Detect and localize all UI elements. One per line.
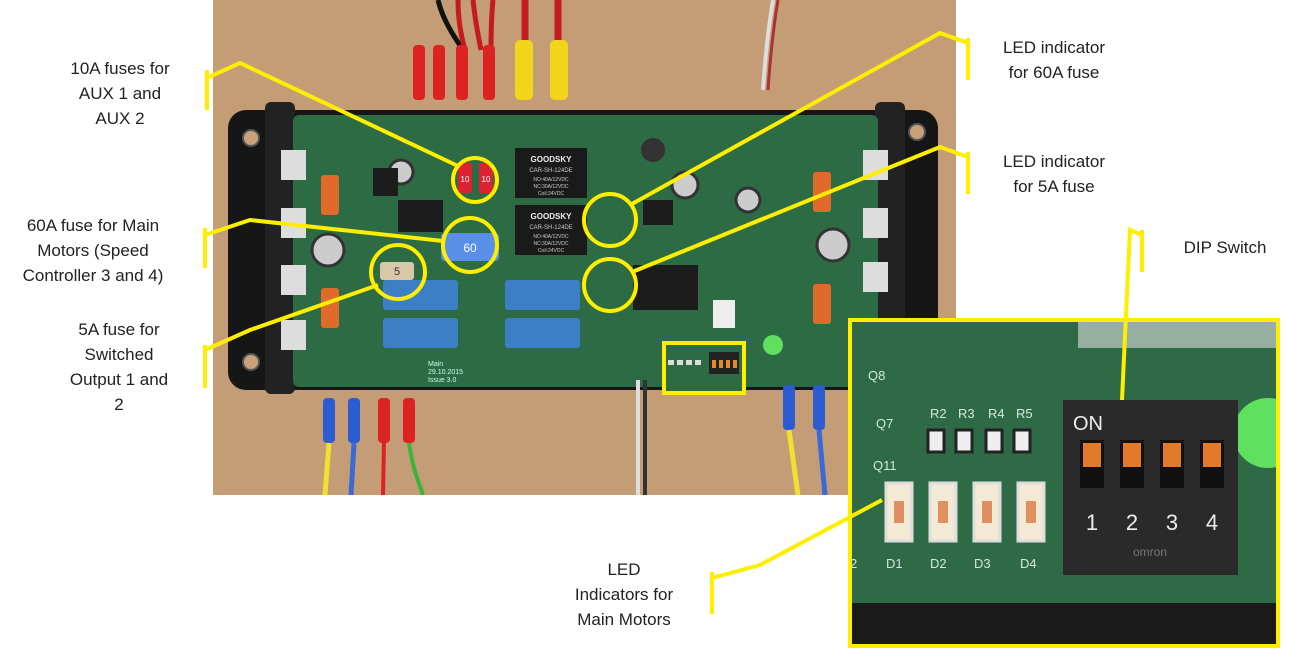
dip-switch-zoom-inset: Q8 Q7 Q11 R2 R3 R4 R5 D1 D2 D3 D4 2 ON (848, 318, 1280, 648)
svg-text:CAR-SH-124DE: CAR-SH-124DE (529, 225, 572, 231)
dip-number-4: 4 (1206, 510, 1218, 535)
relay-bottom: GOODSKY CAR-SH-124DE NO:40A/12VDC NC:30A… (515, 205, 587, 255)
label-led-indicators-motors: LED Indicators for Main Motors (574, 560, 674, 629)
label-d3: D3 (974, 556, 991, 571)
svg-text:NO:40A/12VDC: NO:40A/12VDC (533, 234, 569, 240)
fuse-5a: 5 (380, 262, 414, 280)
label-r5: R5 (1016, 406, 1033, 421)
svg-text:NC:30A/12VDC: NC:30A/12VDC (533, 184, 568, 190)
green-dot (763, 335, 783, 355)
silk-date: 29.10.2015 (428, 369, 463, 376)
label-dip-switch: DIP Switch (1183, 238, 1267, 257)
svg-text:NC:30A/12VDC: NC:30A/12VDC (533, 241, 568, 247)
label-q11: Q11 (873, 458, 897, 473)
label-led-60a: LED indicator for 60A fuse (1002, 38, 1106, 82)
label-r4: R4 (988, 406, 1005, 421)
svg-text:10: 10 (482, 175, 491, 184)
dip-toggle-1 (1083, 443, 1101, 467)
dip-on-label: ON (1073, 413, 1103, 435)
svg-text:CAR-SH-124DE: CAR-SH-124DE (529, 168, 572, 174)
dip-number-3: 3 (1166, 510, 1178, 535)
svg-text:NO:40A/12VDC: NO:40A/12VDC (533, 177, 569, 183)
board-dip-switch (663, 345, 745, 393)
relay-top: GOODSKY CAR-SH-124DE NO:40A/12VDC NC:30A… (515, 148, 587, 198)
dip-switch: ON 1 2 3 4 omron (1063, 400, 1238, 575)
label-d2: D2 (930, 556, 947, 571)
svg-text:5: 5 (394, 266, 400, 278)
svg-text:10: 10 (461, 175, 470, 184)
label-d4: D4 (1020, 556, 1037, 571)
dip-brand: omron (1133, 545, 1167, 559)
svg-text:Coil:24VDC: Coil:24VDC (538, 191, 565, 197)
board-photo: GOODSKY CAR-SH-124DE NO:40A/12VDC NC:30A… (213, 0, 956, 495)
label-60a-fuse: 60A fuse for Main Motors (Speed Controll… (22, 216, 164, 285)
label-r2: R2 (930, 406, 947, 421)
label-q8: Q8 (868, 368, 885, 383)
dip-number-1: 1 (1086, 510, 1098, 535)
dip-toggle-2 (1123, 443, 1141, 467)
label-edge-2: 2 (850, 556, 857, 571)
silk-issue: Issue 3.0 (428, 377, 457, 384)
svg-text:GOODSKY: GOODSKY (531, 212, 573, 221)
label-q7: Q7 (876, 416, 893, 431)
label-d1: D1 (886, 556, 903, 571)
svg-text:Coil:24VDC: Coil:24VDC (538, 248, 565, 254)
fuse-60a: 60 (441, 233, 499, 261)
label-10a-fuses: 10A fuses for AUX 1 and AUX 2 (70, 59, 170, 128)
bottom-wires (322, 380, 828, 495)
dip-toggle-3 (1163, 443, 1181, 467)
label-led-5a: LED indicator for 5A fuse (1002, 152, 1106, 196)
dip-toggle-4 (1203, 443, 1221, 467)
label-5a-fuse: 5A fuse for Switched Output 1 and 2 (69, 320, 169, 414)
svg-text:GOODSKY: GOODSKY (531, 155, 573, 164)
dip-number-2: 2 (1126, 510, 1138, 535)
top-connectors (413, 40, 568, 100)
silk-main: Main (428, 361, 443, 368)
svg-text:60: 60 (463, 241, 477, 255)
label-r3: R3 (958, 406, 975, 421)
